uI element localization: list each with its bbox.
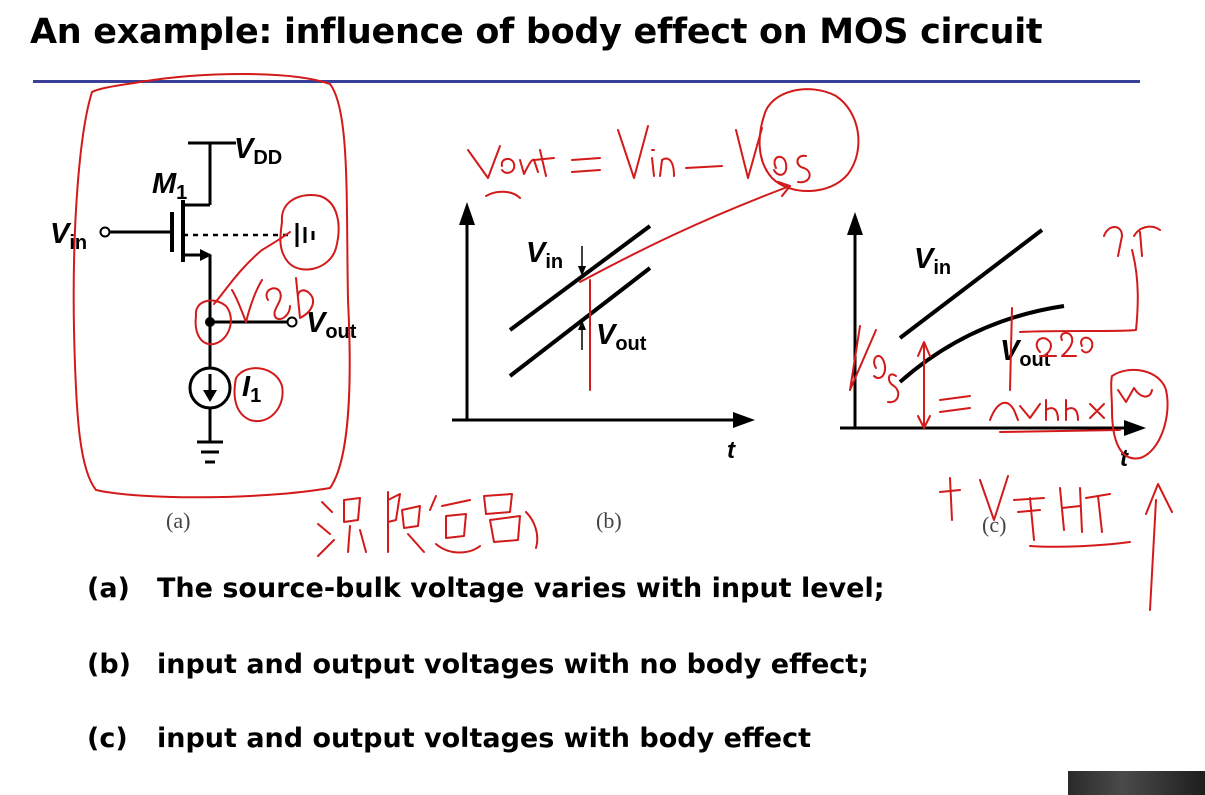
- slide-title: An example: influence of body effect on …: [30, 12, 1043, 52]
- source-arrow: [200, 249, 212, 261]
- plot-b: [452, 202, 755, 428]
- caption-b: (b) input and output voltages with no bod…: [87, 649, 869, 680]
- i1-label: I1: [242, 371, 261, 407]
- caption-c-tag: (c): [87, 723, 128, 754]
- caption-c: (c) input and output voltages with body e…: [87, 723, 811, 754]
- m1-label: M1: [152, 168, 187, 204]
- title-underline: [33, 80, 1140, 83]
- vin-terminal: [99, 226, 111, 238]
- caption-b-tag: (b): [87, 649, 132, 680]
- presenter-video-thumbnail: [1068, 771, 1205, 795]
- circuit-diagram: [99, 141, 315, 464]
- handwritten-annotations: [72, 73, 1173, 611]
- annotation-circuit-loop: [72, 73, 351, 499]
- vdd-label: VDD: [234, 133, 282, 169]
- figure-a-caption: (a): [166, 508, 190, 533]
- plot-b-vin-line: [508, 224, 652, 332]
- caption-a: (a) The source-bulk voltage varies with i…: [87, 573, 885, 604]
- figure-c-caption: (c): [982, 512, 1006, 537]
- plot-c-vout-curve: [898, 304, 1065, 384]
- vin-label: Vin: [50, 218, 87, 254]
- plot-b-vin-label: Vin: [526, 237, 563, 273]
- vout-terminal: [286, 316, 298, 328]
- annotation-bulk-circle: [279, 194, 340, 271]
- caption-a-text: The source-bulk voltage varies with inpu…: [157, 573, 885, 604]
- plot-b-vout-line: [508, 266, 652, 378]
- plot-c: [840, 212, 1146, 436]
- plot-b-vout-label: Vout: [596, 319, 647, 355]
- caption-a-tag: (a): [87, 573, 130, 604]
- caption-c-text: input and output voltages with body effe…: [157, 723, 812, 754]
- plot-c-vout-label: Vout: [1000, 335, 1051, 371]
- figure-b-caption: (b): [596, 508, 622, 533]
- plot-b-t-label: t: [727, 437, 736, 464]
- plot-c-vin-label: Vin: [914, 243, 951, 279]
- caption-b-text: input and output voltages with no body e…: [157, 649, 869, 680]
- plot-c-t-label: t: [1120, 445, 1129, 472]
- plot-c-vin-line: [898, 228, 1044, 340]
